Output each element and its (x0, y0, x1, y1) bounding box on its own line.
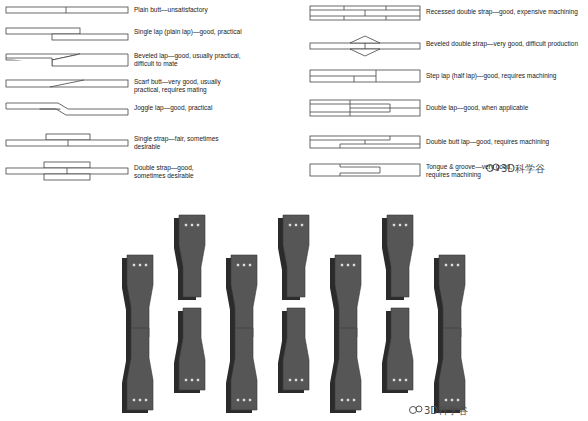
joint-label: Single strap—fair, sometimes desirable (134, 135, 226, 151)
specimen-hole (133, 264, 135, 266)
specimen-hole (341, 399, 343, 401)
specimen-hole (249, 264, 251, 266)
recessed-double-strap (310, 6, 420, 20)
specimen-hole (341, 264, 343, 266)
scarf-butt (6, 80, 128, 87)
tongue-and-groove (310, 164, 420, 176)
specimen-pair (174, 215, 205, 393)
joint-label: Joggle lap—good, practical (134, 104, 264, 112)
specimen-hole (393, 379, 395, 381)
specimen-hole (191, 224, 193, 226)
specimen-pair (330, 255, 361, 413)
specimen-pair (434, 255, 465, 413)
double-butt-lap (310, 136, 420, 148)
specimen-face (231, 255, 257, 337)
specimen-hole (145, 399, 147, 401)
specimen-hole (289, 224, 291, 226)
specimen-hole (237, 264, 239, 266)
specimen-hole (347, 264, 349, 266)
specimen-face (179, 215, 205, 297)
specimen-hole (139, 264, 141, 266)
double-lap (310, 100, 420, 116)
specimen-face (387, 215, 413, 297)
specimen-hole (139, 399, 141, 401)
specimen-hole (393, 224, 395, 226)
specimen-hole (301, 379, 303, 381)
specimen-pair (226, 255, 257, 413)
joint-label: Double strap—good, sometimes desirable (134, 164, 226, 180)
beveled-double-strap (310, 43, 420, 49)
specimen-hole (301, 224, 303, 226)
specimen-hole (145, 264, 147, 266)
joint-label: Recessed double strap—good, expensive ma… (426, 8, 581, 16)
specimen-hole (289, 379, 291, 381)
joggle-lap (6, 103, 128, 115)
specimen-hole (451, 399, 453, 401)
specimen-hole (353, 399, 355, 401)
joint-label: Single lap (plain lap)—good, practical (134, 28, 264, 36)
specimen-hole (191, 379, 193, 381)
specimen-face (127, 255, 153, 337)
specimen-face (231, 328, 257, 410)
specimen-face (387, 308, 413, 390)
specimen-hole (347, 399, 349, 401)
specimen-hole (185, 379, 187, 381)
joint-label: Beveled double strap—very good, difficul… (426, 40, 581, 48)
specimen-pair (382, 215, 413, 393)
specimen-hole (457, 264, 459, 266)
specimen-hole (445, 399, 447, 401)
specimen-hole (295, 224, 297, 226)
specimen-hole (249, 399, 251, 401)
specimen-pair (278, 215, 309, 393)
joint-label: Double lap—good, when applicable (426, 104, 581, 112)
specimen-hole (243, 264, 245, 266)
specimen-hole (237, 399, 239, 401)
specimen-hole (405, 224, 407, 226)
watermark: 3D科学谷 (501, 162, 571, 176)
single-lap (6, 28, 80, 34)
plain-butt (6, 7, 128, 13)
specimen-face (179, 308, 205, 390)
watermark: 3D科学谷 (424, 404, 494, 418)
specimen-hole (399, 224, 401, 226)
joint-sketches (6, 6, 420, 180)
specimen-face (127, 328, 153, 410)
specimen-face (283, 308, 309, 390)
joint-label: Beveled lap—good, usually practical, dif… (134, 52, 246, 68)
joint-label: Step lap (half lap)—good, requires machi… (426, 72, 581, 80)
specimen-face (439, 328, 465, 410)
specimen-hole (197, 379, 199, 381)
double-strap (44, 162, 90, 168)
specimen-hole (445, 264, 447, 266)
specimen-face (439, 255, 465, 337)
specimen-hole (405, 379, 407, 381)
specimen-hole (399, 379, 401, 381)
specimen-hole (185, 224, 187, 226)
specimen-face (283, 215, 309, 297)
specimen-face (335, 255, 361, 337)
joint-label: Scarf butt—very good, usually practical,… (134, 78, 246, 94)
step-lap (310, 70, 420, 82)
specimen-hole (133, 399, 135, 401)
joint-label: Plain butt—unsatisfactory (134, 6, 264, 14)
specimen-hole (197, 224, 199, 226)
joint-label: Double butt lap—good, requires machining (426, 138, 581, 146)
specimen-hole (353, 264, 355, 266)
watermark-icon (410, 164, 500, 414)
specimen-hole (295, 379, 297, 381)
specimen-face (335, 328, 361, 410)
specimen-pair (122, 255, 153, 413)
specimen-renders (122, 215, 465, 413)
specimen-hole (451, 264, 453, 266)
specimen-hole (457, 399, 459, 401)
specimen-hole (243, 399, 245, 401)
single-strap (46, 134, 90, 140)
